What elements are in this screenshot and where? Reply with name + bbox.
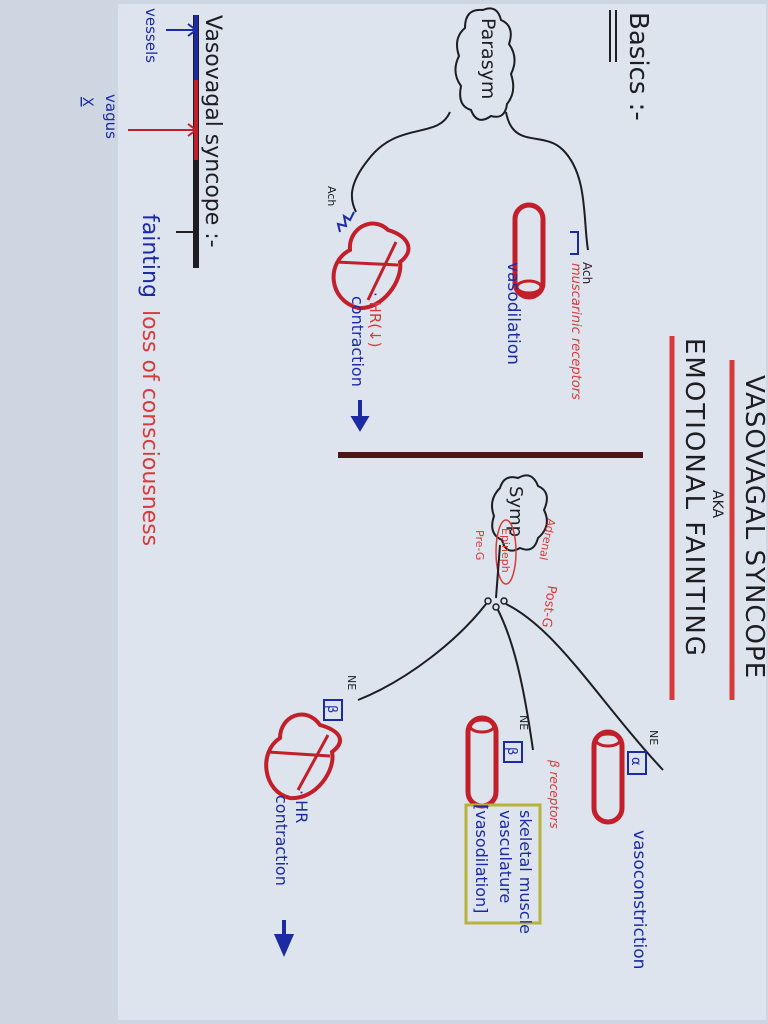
vasculature-label: vasculature [496,810,515,903]
parasym-nerve-vessel [505,111,589,251]
loss-of-consciousness-label: loss of consciousness [137,310,162,546]
basics-heading: Basics :- [623,12,653,121]
fainting-label: fainting [137,214,162,298]
up-arrow-symp [273,920,295,957]
vasovagal-heading: Vasovagal syncope :- [200,15,225,248]
branch-beta-vessel [497,609,534,751]
vagus-label: vagus [102,94,120,139]
vasodilation-bracket-label: [vasodilation] [472,804,491,913]
adrenal-label: Adrenal [536,517,557,561]
ach-heart-label: Ach [325,186,338,206]
branch-alpha [505,603,664,771]
beta-symbol-heart: β [324,705,339,713]
vessel-alpha [591,729,625,825]
symp-preg-line [495,544,501,599]
contraction-symp-label: contraction [272,795,291,886]
skeletal-box [464,803,542,925]
ganglion-2 [492,603,500,611]
branch-beta-heart [357,603,487,701]
muscarinic-label: muscarinic receptors [568,263,583,400]
epineph-label: Epineph [499,528,512,573]
vessels-arrowhead [187,23,198,37]
ne-beta-vessel-label: NE [517,715,530,730]
alpha-receptor-box [627,751,647,775]
beta-receptor-box-vessel [503,741,523,763]
ne-beta-heart-label: NE [345,675,358,690]
ne-alpha-label: NE [647,730,660,745]
vagus-arrowhead [187,123,198,137]
ganglion-3 [484,597,492,605]
symp-cloud [491,474,548,552]
hr-symp-label: · HR [292,790,311,823]
ganglion-1 [500,597,508,605]
vasoconstriction-label: vasoconstriction [629,830,649,969]
down-arrow-para [350,400,370,432]
vessel-beta [465,715,499,809]
beta-symbol-vessel: β [504,747,519,755]
heart-symp [264,712,342,801]
contraction-para-label: contraction [348,296,367,387]
alpha-symbol: α [628,757,643,766]
ach-vessel-label: Ach [580,262,594,284]
skeletal-muscle-label: skeletal muscle [516,810,535,934]
paper-sheet [118,4,766,1020]
aka-text: AKA [709,490,725,519]
title-text: VASOVAGAL SYNCOPE [739,375,768,679]
epineph-oval [495,519,517,585]
roman-x-label: X [79,97,95,107]
parasym-cloud [454,7,516,121]
post-g-label: Post-G [538,584,559,628]
vessel-parasym [512,202,546,300]
parasym-nerve-heart [350,111,451,213]
ach-receptor-vessel [570,231,579,255]
subtitle-text: EMOTIONAL FAINTING [679,338,709,658]
heart-parasym [331,221,411,311]
preg-label: Pre-G [473,530,486,560]
beta-receptors-label: β receptors [547,759,561,829]
parasym-label: Parasym [477,18,499,99]
beta-receptor-box-heart [323,699,343,721]
vessels-label: vessels [142,8,160,63]
vasodilation-label: vasodilation [503,262,523,365]
hr-para-label: · HR(↓) [366,292,384,348]
ach-receptor-heart [336,211,355,233]
